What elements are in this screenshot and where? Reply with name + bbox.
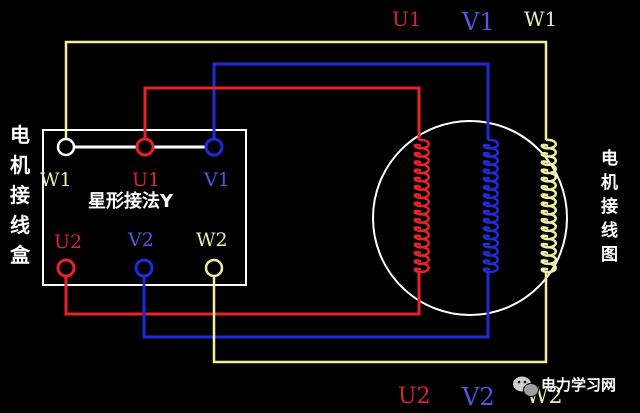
motor-title-char: 机 bbox=[601, 172, 618, 193]
coil-turns bbox=[413, 138, 430, 274]
terminal-label-v1: V1 bbox=[203, 169, 230, 191]
top-label-v1: V1 bbox=[461, 8, 495, 36]
terminal-u1 bbox=[135, 137, 155, 157]
motor-title-char: 线 bbox=[601, 220, 618, 241]
top-label-u1: U1 bbox=[392, 7, 422, 31]
u1-wire bbox=[143, 86, 421, 147]
w2-wire bbox=[212, 268, 548, 364]
v1-wire bbox=[212, 62, 490, 147]
top-label-w1: W1 bbox=[524, 7, 557, 31]
terminal-label-u2: U2 bbox=[54, 231, 82, 253]
terminal-box-title-char: 接 bbox=[10, 183, 30, 207]
bottom-label-u2: U2 bbox=[398, 384, 431, 409]
motor-title-char: 接 bbox=[601, 196, 618, 217]
coil-turns bbox=[540, 138, 557, 274]
terminal-box-title-char: 盒 bbox=[9, 243, 31, 267]
connection-type-label: 星形接法Y bbox=[88, 190, 174, 212]
watermark: 电力学习网 bbox=[513, 376, 616, 397]
motor-housing-circle bbox=[372, 120, 568, 316]
wechat-icon bbox=[513, 376, 539, 397]
terminal-label-w2: W2 bbox=[196, 229, 228, 251]
terminal-box-title-char: 电 bbox=[10, 123, 30, 147]
bottom-label-v2: V2 bbox=[461, 383, 495, 411]
v-winding-coil bbox=[482, 138, 499, 274]
u-winding-coil bbox=[413, 138, 430, 274]
coil-turns bbox=[482, 138, 499, 274]
terminal-box-title-char: 机 bbox=[10, 153, 30, 177]
terminal-u2 bbox=[56, 258, 76, 278]
terminal-w1 bbox=[56, 137, 76, 157]
motor-diagram-title: 电 机 接 线 图 bbox=[601, 148, 618, 265]
terminal-v2 bbox=[134, 258, 154, 278]
watermark-text: 电力学习网 bbox=[541, 376, 616, 394]
terminal-box-title: 电 机 接 线 盒 bbox=[9, 123, 31, 267]
terminal-label-w1: W1 bbox=[40, 169, 72, 191]
motor-title-char: 电 bbox=[601, 148, 618, 169]
terminal-v1 bbox=[204, 137, 224, 157]
terminal-label-v2: V2 bbox=[127, 229, 154, 251]
terminal-label-u1: U1 bbox=[132, 169, 160, 191]
terminal-box-title-char: 线 bbox=[10, 213, 30, 237]
w1-wire bbox=[64, 40, 548, 147]
v2-wire bbox=[142, 268, 490, 339]
terminal-w2 bbox=[204, 258, 224, 278]
motor-title-char: 图 bbox=[601, 245, 618, 265]
w-winding-coil bbox=[540, 138, 557, 274]
u2-wire bbox=[64, 268, 421, 316]
